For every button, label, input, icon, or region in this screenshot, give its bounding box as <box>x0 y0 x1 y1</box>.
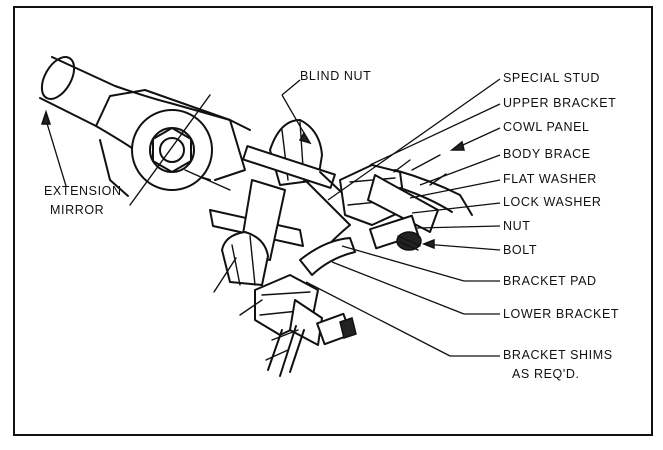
label-extension-mirror-line1: EXTENSION <box>44 184 122 198</box>
label-flat-washer: FLAT WASHER <box>503 172 597 186</box>
diagram-border <box>13 6 653 436</box>
label-lock-washer: LOCK WASHER <box>503 195 602 209</box>
label-body-brace: BODY BRACE <box>503 147 591 161</box>
label-extension-mirror-line2: MIRROR <box>50 203 104 217</box>
lower-bracket-assembly <box>239 237 357 377</box>
special-stud-assembly <box>209 171 361 293</box>
label-bracket-shims-line1: BRACKET SHIMS <box>503 348 613 362</box>
label-cowl-panel: COWL PANEL <box>503 120 590 134</box>
label-special-stud: SPECIAL STUD <box>503 71 600 85</box>
upper-bracket-assembly <box>339 154 473 251</box>
label-upper-bracket: UPPER BRACKET <box>503 96 616 110</box>
blind-nut-upper <box>242 79 336 189</box>
label-blind-nut: BLIND NUT <box>300 69 371 83</box>
leader-lines <box>305 78 501 357</box>
label-nut: NUT <box>503 219 531 233</box>
label-lower-bracket: LOWER BRACKET <box>503 307 619 321</box>
label-bracket-shims-line2: AS REQ'D. <box>512 367 580 381</box>
label-bracket-pad: BRACKET PAD <box>503 274 597 288</box>
extension-mirror-arm <box>39 56 251 206</box>
label-bolt: BOLT <box>503 243 537 257</box>
